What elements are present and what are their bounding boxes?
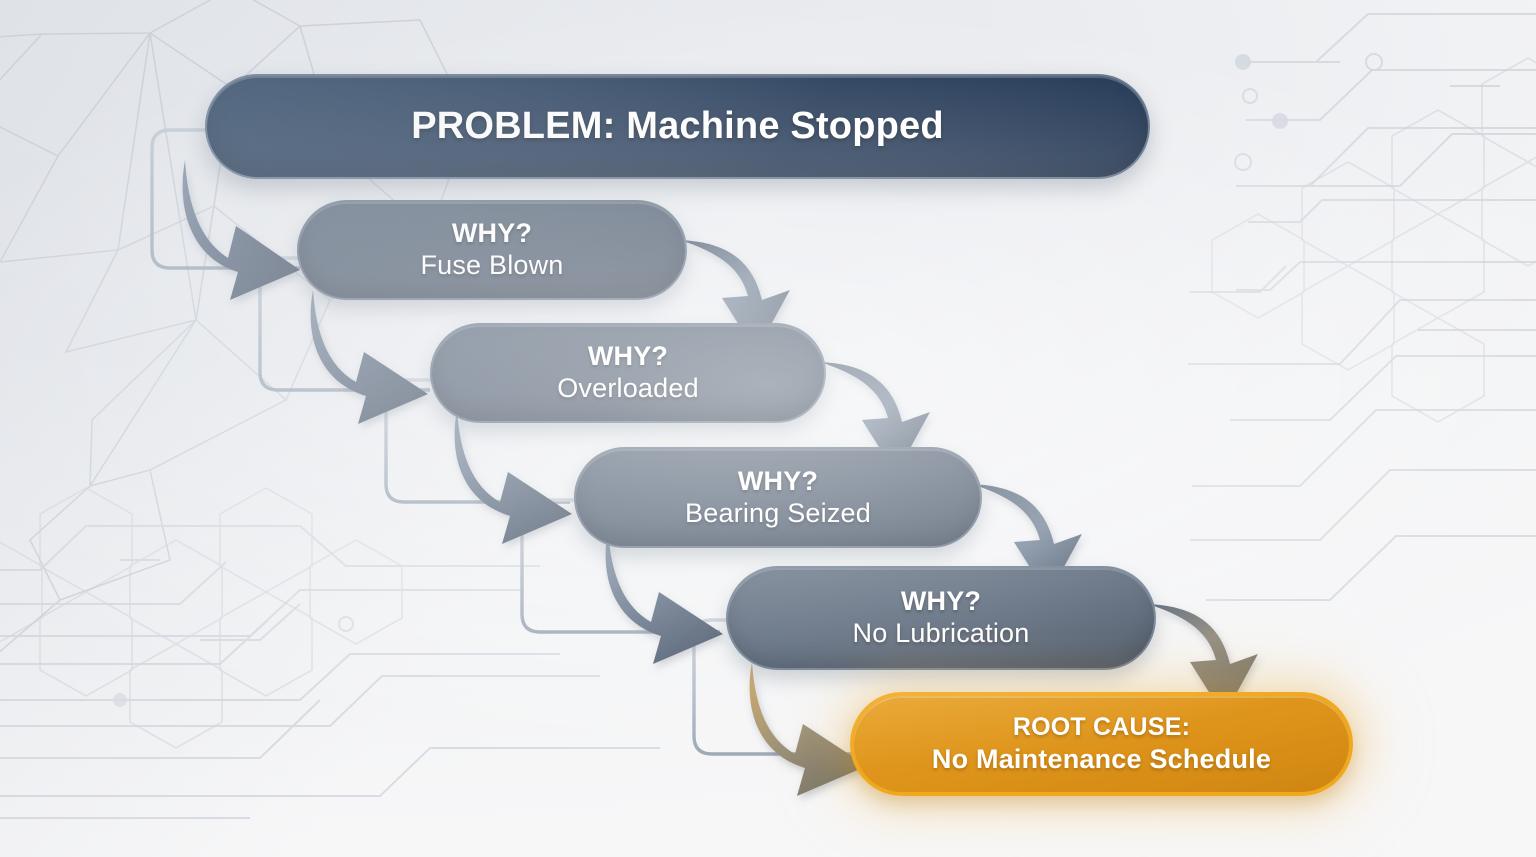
arrow-left-4: [605, 530, 723, 664]
why-prompt: WHY?: [587, 341, 669, 372]
why-prompt: WHY?: [451, 218, 533, 249]
why-prompt: WHY?: [900, 586, 982, 617]
why-node-4[interactable]: WHY? No Lubrication: [726, 566, 1156, 670]
root-cause-label: ROOT CAUSE:: [1012, 713, 1191, 742]
why-node-1[interactable]: WHY? Fuse Blown: [297, 200, 687, 300]
arrow-left-3: [454, 410, 572, 544]
why-node-3[interactable]: WHY? Bearing Seized: [574, 447, 982, 548]
why-answer: Fuse Blown: [420, 250, 564, 281]
why-answer: Bearing Seized: [685, 497, 871, 528]
why-answer: Overloaded: [557, 373, 699, 404]
root-cause-answer: No Maintenance Schedule: [931, 743, 1272, 774]
why-answer: No Lubrication: [852, 618, 1030, 649]
why-prompt: WHY?: [737, 465, 819, 496]
arrow-left-5-gold: [749, 662, 867, 796]
problem-node[interactable]: PROBLEM: Machine Stopped: [205, 74, 1150, 179]
arrow-left-1: [182, 160, 300, 300]
why-node-2[interactable]: WHY? Overloaded: [430, 323, 826, 423]
problem-label: PROBLEM: Machine Stopped: [411, 104, 944, 147]
arrow-left-2: [310, 290, 428, 424]
root-cause-node[interactable]: ROOT CAUSE: No Maintenance Schedule: [850, 692, 1353, 796]
